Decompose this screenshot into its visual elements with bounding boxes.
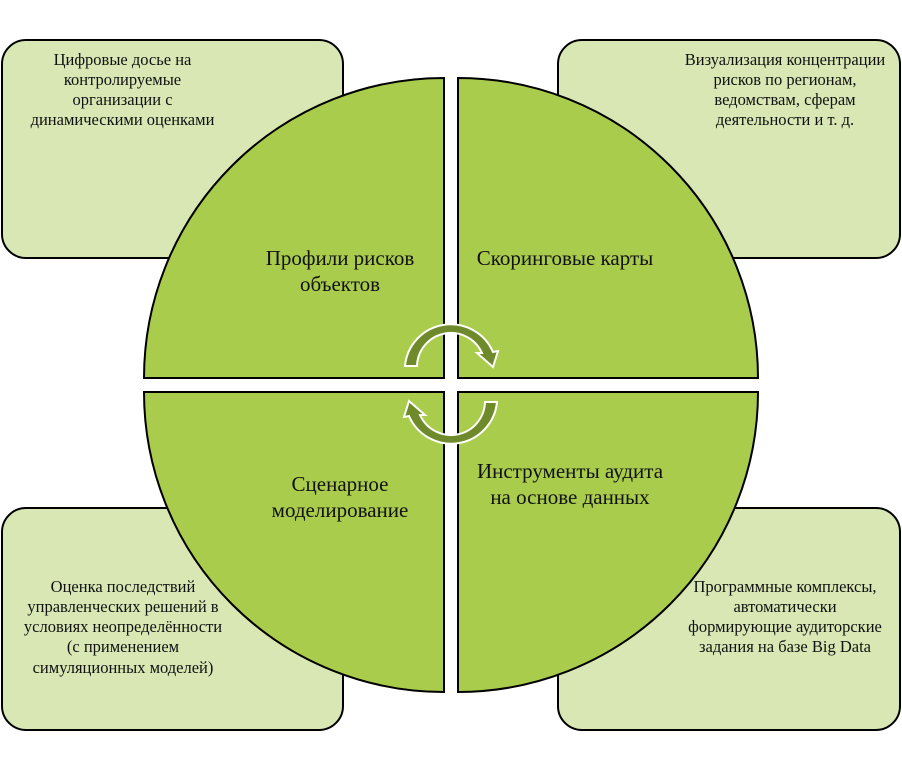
quadrant-top-right [457,76,760,379]
quadrant-label-scoring-cards: Скоринговые карты [476,246,654,270]
box-bottom-right-text: Программные комплексы, автоматически фор… [688,577,882,657]
cycle-arrows-icon [402,323,500,445]
quadrant-label-risk-profiles: Профили рисков объектов [265,246,415,296]
quadrant-bottom-left [142,391,445,694]
quadrant-bottom-right [457,391,760,694]
quadrant-top-left [142,76,445,379]
box-top-left-text: Цифровые досье на контролируемые организ… [30,50,215,130]
quadrant-label-scenario-modeling: Сценарное моделирование [271,472,409,522]
box-bottom-left-text: Оценка последствий управленческих решени… [23,577,223,677]
quadrant-label-audit-tools: Инструменты аудита на основе данных [476,459,664,509]
box-top-right-text: Визуализация концентрации рисков по реги… [684,50,886,130]
